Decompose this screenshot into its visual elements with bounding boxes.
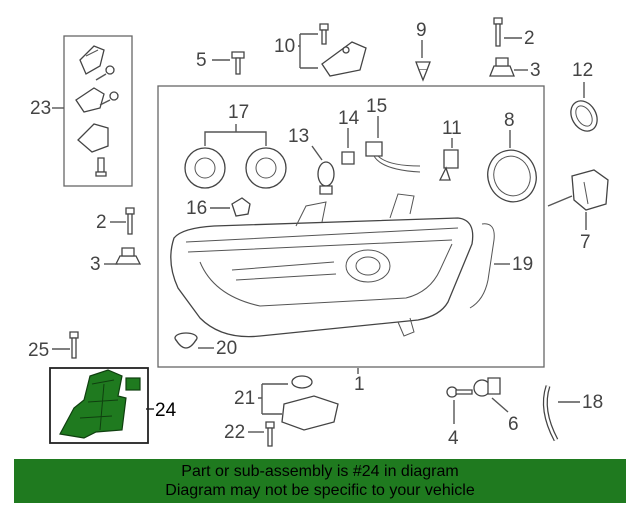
hose-18 xyxy=(542,385,559,442)
callout-3-right: 3 xyxy=(530,60,541,81)
callout-18: 18 xyxy=(582,392,603,413)
dust-caps-17 xyxy=(184,147,287,189)
callout-14: 14 xyxy=(338,108,360,129)
callout-5: 5 xyxy=(196,50,207,71)
callout-3-left: 3 xyxy=(90,254,101,275)
grommet-20 xyxy=(174,332,198,349)
headlamp-assembly-frame xyxy=(157,85,545,368)
cover-ring-8 xyxy=(487,149,537,203)
callout-22: 22 xyxy=(224,422,245,443)
screw-2-left xyxy=(125,207,135,235)
banner-line-1: Part or sub-assembly is #24 in diagram xyxy=(181,463,459,480)
headlamp-drawing xyxy=(170,193,474,338)
adjuster-6 xyxy=(473,377,501,397)
part-24-bracket-highlight xyxy=(59,369,141,439)
callout-2-right: 2 xyxy=(524,28,535,49)
callout-9: 9 xyxy=(416,20,427,41)
screw-4 xyxy=(446,386,473,398)
callout-7: 7 xyxy=(580,232,591,253)
callout-4: 4 xyxy=(448,428,459,449)
callout-21: 21 xyxy=(234,388,255,409)
callout-23: 23 xyxy=(30,98,51,119)
callout-13: 13 xyxy=(288,126,309,147)
highlighted-part-24-box xyxy=(49,367,149,444)
banner-line-2: Diagram may not be specific to your vehi… xyxy=(165,482,475,499)
callout-19: 19 xyxy=(512,254,533,275)
bracket-kit-parts xyxy=(75,45,119,177)
callout-25: 25 xyxy=(28,340,49,361)
seal-ring-12 xyxy=(570,100,598,132)
callout-16: 16 xyxy=(186,198,207,219)
callout-11: 11 xyxy=(442,118,462,139)
screw-2-right xyxy=(493,17,503,47)
bulb-13 xyxy=(317,161,335,195)
callout-15: 15 xyxy=(366,96,387,117)
socket-16 xyxy=(231,197,251,217)
module-10 xyxy=(319,23,367,77)
trim-strip-19 xyxy=(469,223,495,309)
connector-14 xyxy=(341,151,355,165)
callout-1: 1 xyxy=(354,374,365,395)
callout-12: 12 xyxy=(572,60,593,81)
clip-9 xyxy=(415,61,431,82)
screw-5 xyxy=(231,51,245,75)
bulb-11 xyxy=(438,149,459,181)
parts-diagram: 23 24 25 2 3 5 10 9 xyxy=(28,17,609,449)
screw-22 xyxy=(265,421,275,447)
motor-7 xyxy=(547,169,609,211)
callout-6: 6 xyxy=(508,414,519,435)
callout-2-left: 2 xyxy=(96,212,107,233)
callout-20: 20 xyxy=(216,338,237,359)
info-banner: Part or sub-assembly is #24 in diagram D… xyxy=(14,459,626,503)
nut-3-left xyxy=(114,247,142,265)
callout-8: 8 xyxy=(504,110,515,131)
callout-10: 10 xyxy=(274,36,295,57)
control-module-21 xyxy=(281,375,339,431)
harness-15 xyxy=(365,141,421,173)
bracket-kit-box xyxy=(63,35,133,187)
screw-25 xyxy=(69,331,79,359)
nut-3-right xyxy=(489,57,515,77)
callout-24: 24 xyxy=(155,400,177,421)
callout-17: 17 xyxy=(228,102,249,123)
